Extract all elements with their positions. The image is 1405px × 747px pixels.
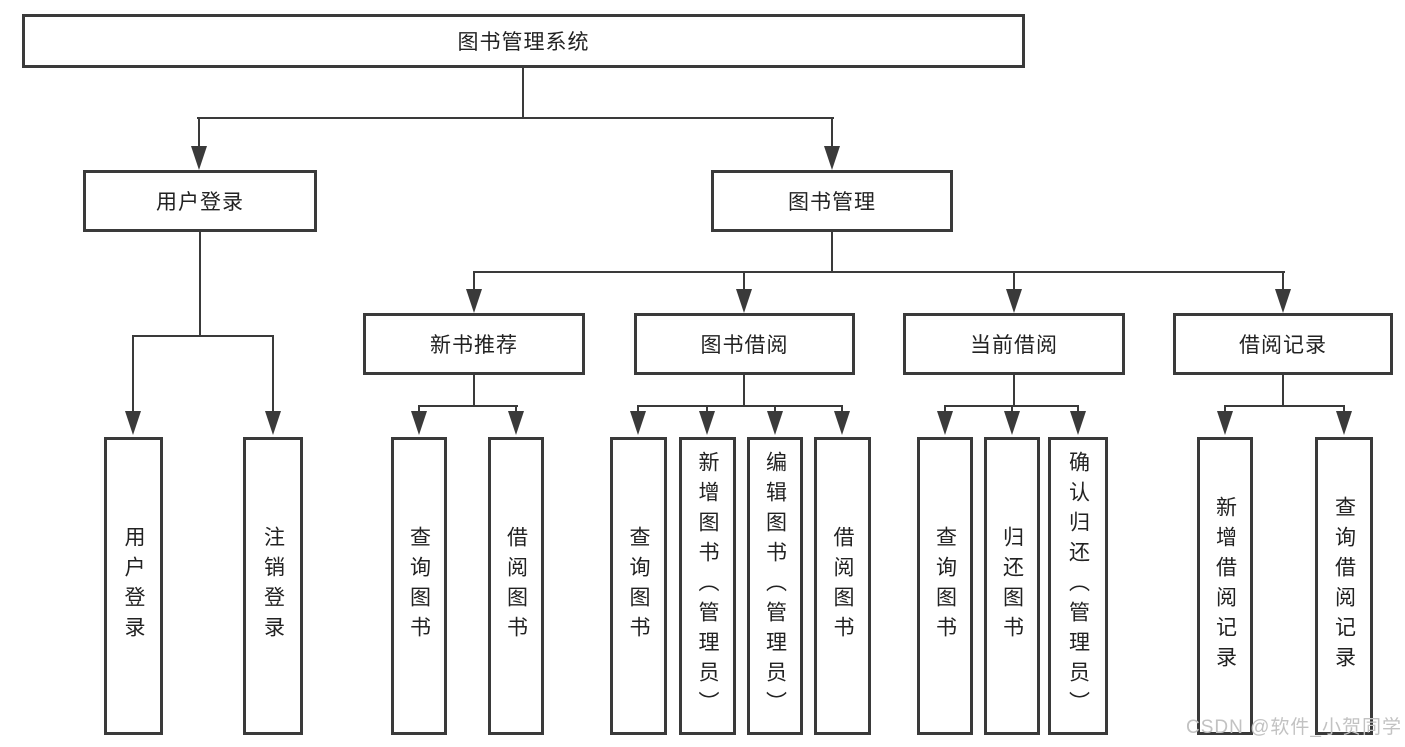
node-label: 注销登录 xyxy=(261,526,285,646)
connector-vline xyxy=(1013,375,1015,407)
node-leaf-query-borrow-record: 查询借阅记录 xyxy=(1315,437,1373,735)
arrowhead-down-icon xyxy=(1336,411,1352,435)
arrowhead-down-icon xyxy=(767,411,783,435)
node-label: 借阅图书 xyxy=(504,526,528,646)
node-label: 新书推荐 xyxy=(430,334,518,357)
arrowhead-down-icon xyxy=(1006,289,1022,313)
node-label: 查询图书 xyxy=(407,526,431,646)
node-label: 查询借阅记录 xyxy=(1332,496,1356,676)
connector-hline xyxy=(1224,405,1345,407)
node-current-borrow: 当前借阅 xyxy=(903,313,1125,375)
node-root: 图书管理系统 xyxy=(22,14,1025,68)
node-leaf-confirm-return-admin: 确认归还（管理员） xyxy=(1048,437,1108,735)
connector-vline xyxy=(198,117,200,151)
arrowhead-down-icon xyxy=(191,146,207,170)
connector-vline xyxy=(743,271,745,293)
node-leaf-return-book: 归还图书 xyxy=(984,437,1040,735)
node-label: 当前借阅 xyxy=(970,334,1058,357)
node-label: 编辑图书（管理员） xyxy=(763,451,787,721)
connector-hline xyxy=(473,271,1285,273)
node-leaf-edit-book-admin: 编辑图书（管理员） xyxy=(747,437,803,735)
arrowhead-down-icon xyxy=(1217,411,1233,435)
arrowhead-down-icon xyxy=(736,289,752,313)
csdn-watermark: CSDN @软件_小贺同学 xyxy=(1186,717,1402,738)
node-label: 归还图书 xyxy=(1000,526,1024,646)
node-label: 新增图书（管理员） xyxy=(696,451,719,721)
node-book-borrow: 图书借阅 xyxy=(634,313,855,375)
node-label: 借阅图书 xyxy=(831,526,854,646)
node-leaf-query-book-recommend: 查询图书 xyxy=(391,437,447,735)
node-leaf-user-login: 用户登录 xyxy=(104,437,163,735)
node-leaf-borrow-book: 借阅图书 xyxy=(814,437,871,735)
arrowhead-down-icon xyxy=(699,411,715,435)
node-label: 新增借阅记录 xyxy=(1213,496,1237,676)
connector-vline xyxy=(743,375,745,407)
node-new-book-recommend: 新书推荐 xyxy=(363,313,585,375)
connector-hline xyxy=(637,405,843,407)
arrowhead-down-icon xyxy=(508,411,524,435)
arrowhead-down-icon xyxy=(1070,411,1086,435)
node-book-management: 图书管理 xyxy=(711,170,953,232)
arrowhead-down-icon xyxy=(824,146,840,170)
connector-vline xyxy=(1282,375,1284,407)
connector-hline xyxy=(418,405,518,407)
connector-vline xyxy=(1282,271,1284,293)
arrowhead-down-icon xyxy=(466,289,482,313)
arrowhead-down-icon xyxy=(265,411,281,435)
node-label: 借阅记录 xyxy=(1239,334,1327,357)
node-label: 查询图书 xyxy=(933,526,957,646)
connector-vline xyxy=(1013,271,1015,293)
connector-vline xyxy=(831,232,833,273)
node-leaf-logout: 注销登录 xyxy=(243,437,303,735)
node-label: 图书管理系统 xyxy=(457,31,590,54)
node-leaf-borrow-book-recommend: 借阅图书 xyxy=(488,437,544,735)
node-label: 确认归还（管理员） xyxy=(1066,451,1090,721)
connector-vline xyxy=(522,68,524,118)
connector-vline xyxy=(199,232,201,337)
node-label: 用户登录 xyxy=(156,191,244,214)
connector-vline xyxy=(132,335,134,415)
arrowhead-down-icon xyxy=(1004,411,1020,435)
node-label: 图书借阅 xyxy=(700,334,789,357)
node-leaf-add-borrow-record: 新增借阅记录 xyxy=(1197,437,1253,735)
connector-hline xyxy=(197,117,834,119)
connector-vline xyxy=(473,375,475,407)
node-leaf-query-book-current: 查询图书 xyxy=(917,437,973,735)
arrowhead-down-icon xyxy=(1275,289,1291,313)
arrowhead-down-icon xyxy=(125,411,141,435)
node-leaf-add-book-admin: 新增图书（管理员） xyxy=(679,437,736,735)
node-user-login: 用户登录 xyxy=(83,170,317,232)
node-borrow-records: 借阅记录 xyxy=(1173,313,1393,375)
arrowhead-down-icon xyxy=(834,411,850,435)
arrowhead-down-icon xyxy=(411,411,427,435)
arrowhead-down-icon xyxy=(937,411,953,435)
connector-vline xyxy=(473,271,475,293)
node-label: 图书管理 xyxy=(788,191,876,214)
arrowhead-down-icon xyxy=(630,411,646,435)
connector-vline xyxy=(272,335,274,415)
node-leaf-query-book-borrow: 查询图书 xyxy=(610,437,667,735)
node-label: 查询图书 xyxy=(627,526,650,646)
node-label: 用户登录 xyxy=(122,526,145,646)
connector-vline xyxy=(831,117,833,151)
connector-hline xyxy=(132,335,274,337)
